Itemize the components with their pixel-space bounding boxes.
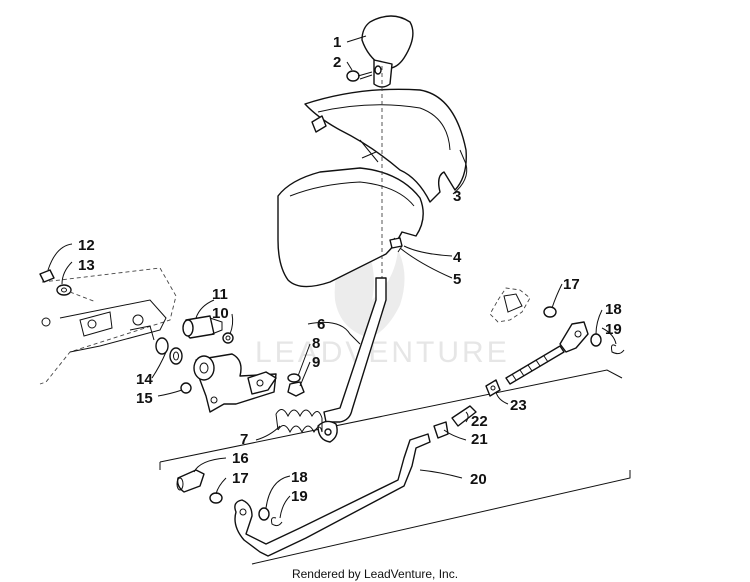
callout-15: 15: [136, 390, 153, 407]
washer-clip-lower: [258, 507, 283, 527]
adjuster: [433, 379, 501, 439]
callout-14: 14: [136, 371, 153, 388]
frame-bracket: [39, 267, 177, 385]
small-nut: [222, 332, 234, 344]
callouts: 1 2 3 4 5 6 7 8 9 10 11 12 13 14 15 16 1…: [78, 34, 622, 505]
callout-7: 7: [240, 431, 248, 448]
grommet: [389, 237, 403, 249]
callout-16: 16: [232, 450, 249, 467]
callout-20: 20: [470, 471, 487, 488]
callout-10: 10: [212, 305, 229, 322]
callout-6: 6: [317, 316, 325, 333]
callout-2: 2: [333, 54, 341, 71]
watermark-text: LEADVENTURE: [255, 336, 510, 369]
screw: [346, 70, 373, 82]
pivot-pin: [182, 315, 223, 339]
spring: [275, 409, 323, 434]
callout-21: 21: [471, 431, 488, 448]
shift-rod: [234, 433, 431, 557]
callout-18-lower: 18: [291, 469, 308, 486]
spacer-15: [180, 382, 192, 394]
callout-3: 3: [453, 188, 461, 205]
callout-23: 23: [510, 397, 527, 414]
lower-shift-cover: [277, 167, 424, 288]
callout-8: 8: [312, 335, 320, 352]
callout-22: 22: [471, 413, 488, 430]
callout-11: 11: [212, 286, 228, 303]
leader-lines: [47, 35, 617, 519]
shift-knob: [361, 15, 414, 88]
wave-washers: [155, 337, 183, 365]
callout-12: 12: [78, 237, 95, 254]
spacer-17-lower: [209, 492, 223, 504]
transmission-linkage: [489, 287, 557, 323]
upper-shift-cover: [304, 88, 467, 203]
callout-19-lower: 19: [291, 488, 308, 505]
callout-19-right: 19: [605, 321, 622, 338]
callout-9: 9: [312, 354, 320, 371]
pivot-bracket: [193, 353, 277, 413]
callout-5: 5: [453, 271, 461, 288]
callout-18-right: 18: [605, 301, 622, 318]
callout-17-right: 17: [563, 276, 580, 293]
bolt-and-washer: [39, 269, 97, 303]
footer-credit: Rendered by LeadVenture, Inc.: [292, 567, 458, 581]
callout-13: 13: [78, 257, 95, 274]
callout-17-lower: 17: [232, 470, 249, 487]
bolt-16: [176, 469, 205, 493]
callout-4: 4: [453, 249, 462, 266]
threaded-rod: [505, 321, 589, 385]
shift-lever: [317, 277, 387, 443]
washer-nut-8-9: [287, 373, 305, 397]
callout-1: 1: [333, 34, 341, 51]
